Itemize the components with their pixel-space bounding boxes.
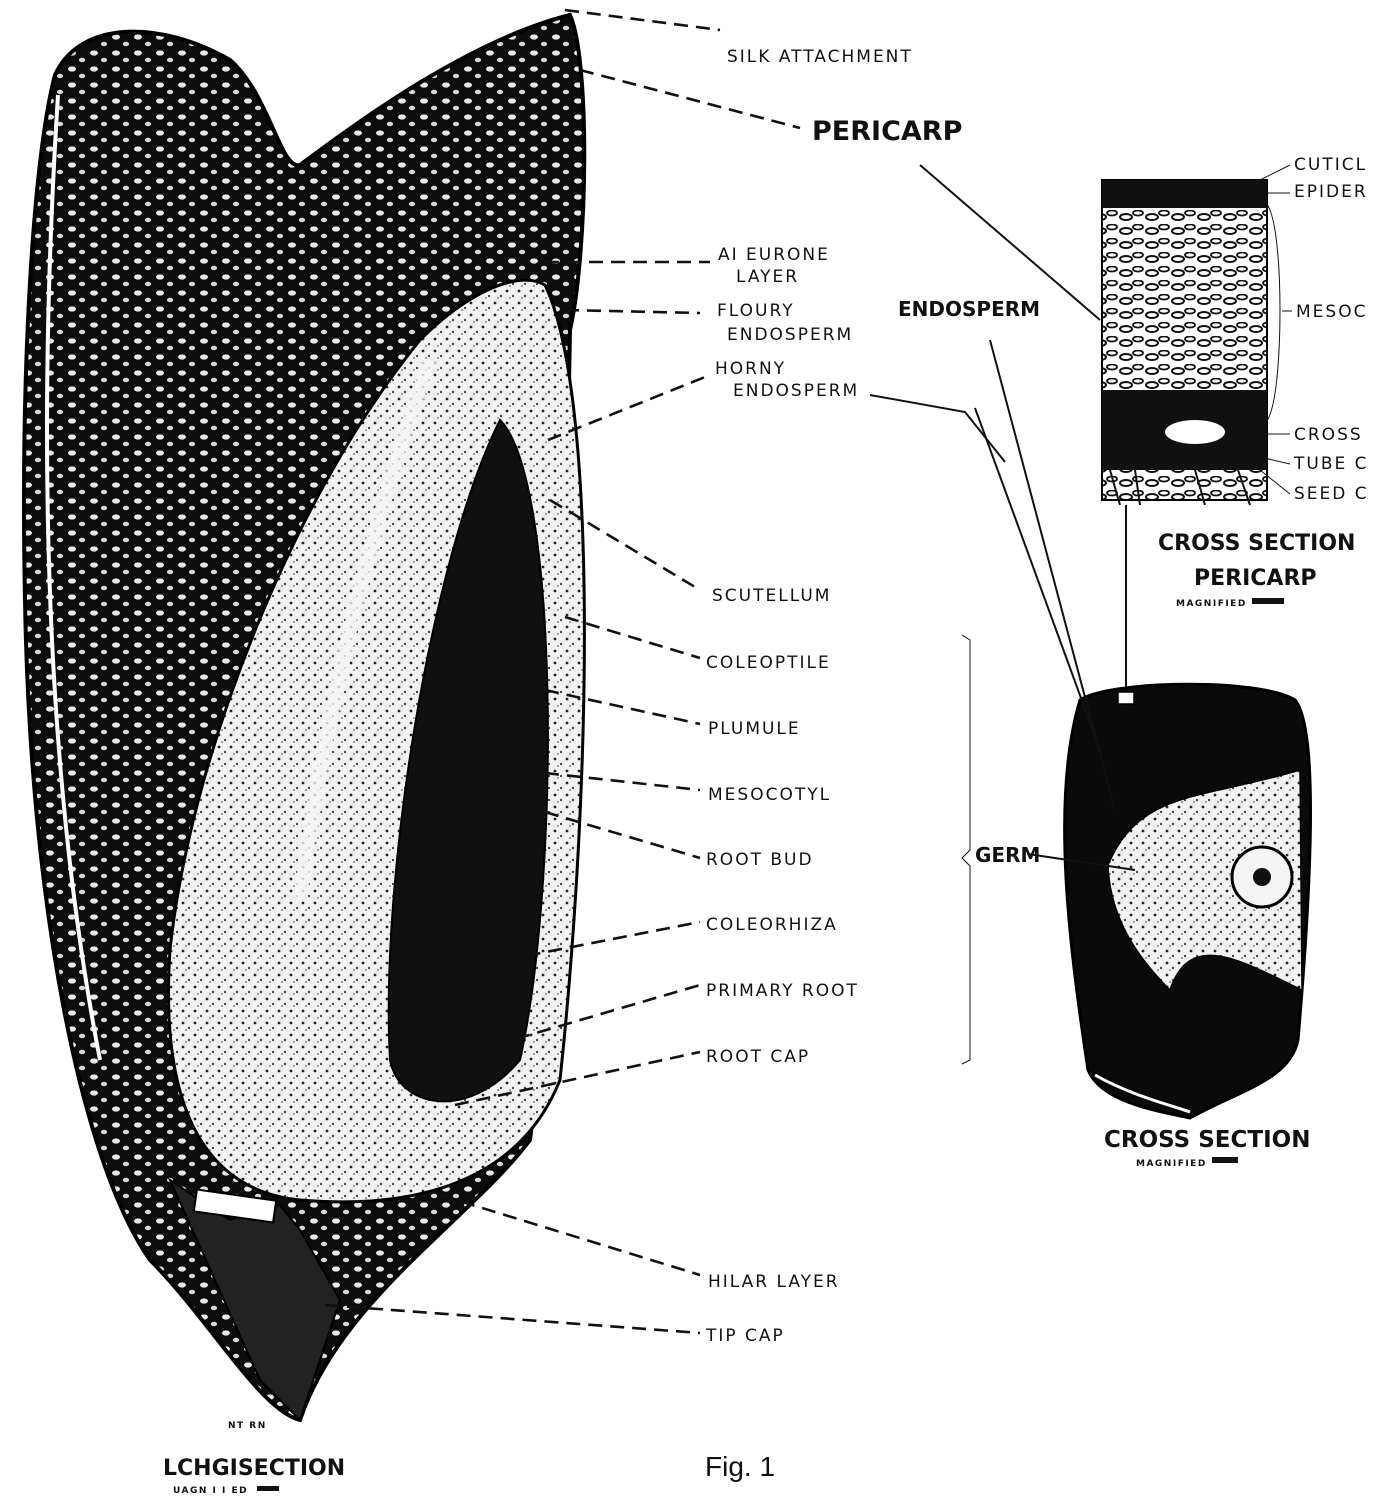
label-coleoptile: COLEOPTILE — [706, 653, 831, 673]
endosperm-pointer-a — [975, 408, 1100, 750]
label-scutellum: SCUTELLUM — [712, 586, 831, 606]
scale-bar-longisection — [257, 1486, 279, 1491]
label-primary-root: PRIMARY ROOT — [706, 981, 859, 1001]
label-aleurone-line2: LAYER — [736, 267, 799, 287]
label-aleurone-line1: AI EURONE — [718, 245, 830, 265]
scale-bar-cross-section — [1212, 1157, 1238, 1163]
labels: SILK ATTACHMENT PERICARP AI EURONE LAYER… — [705, 47, 1040, 1346]
scale-bar-pericarp — [1252, 598, 1284, 604]
label-horny-line1: HORNY — [715, 359, 786, 379]
caption-cross-section-pericarp-1: CROSS SECTION — [1158, 531, 1355, 556]
label-silk-attachment: SILK ATTACHMENT — [727, 47, 913, 67]
caption-pericarp-magnified: MAGNIFIED — [1176, 599, 1247, 609]
label-floury-line1: FLOURY — [717, 301, 795, 321]
label-seed-coat: SEED C — [1294, 484, 1369, 504]
label-horny-line2: ENDOSPERM — [733, 381, 859, 401]
cuticle-band — [1102, 180, 1267, 208]
figure-number: Fig. 1 — [705, 1451, 775, 1482]
label-mesocarp: MESOC — [1296, 302, 1367, 322]
label-floury-line2: ENDOSPERM — [727, 325, 853, 345]
label-endosperm: ENDOSPERM — [898, 297, 1040, 321]
endosperm-pointer-b — [990, 340, 1115, 810]
label-root-cap: ROOT CAP — [706, 1047, 810, 1067]
caption-longisection-magnified: UAGN I I ED — [173, 1486, 248, 1496]
cross-cell — [1165, 420, 1225, 444]
caption-cross-section: CROSS SECTION — [1104, 1127, 1310, 1153]
bottom-captions: NT RN LCHGISECTION UAGN I I ED Fig. 1 — [163, 1421, 775, 1496]
caption-cross-section-pericarp-2: PERICARP — [1194, 566, 1317, 591]
caption-longisection: LCHGISECTION — [163, 1456, 345, 1481]
caption-longisection-small: NT RN — [228, 1421, 267, 1431]
caption-cross-section-magnified: MAGNIFIED — [1136, 1159, 1207, 1169]
longitudinal-section — [24, 15, 584, 1420]
pericarp-sample-marker — [1118, 692, 1134, 704]
label-tip-cap: TIP CAP — [705, 1326, 785, 1346]
label-cuticle: CUTICL — [1294, 155, 1367, 175]
label-cross-cells: CROSS — [1294, 425, 1363, 445]
label-hilar-layer: HILAR LAYER — [708, 1272, 840, 1292]
germ-bracket — [962, 635, 970, 1064]
label-plumule: PLUMULE — [708, 719, 801, 739]
label-root-bud: ROOT BUD — [706, 850, 814, 870]
label-tube-cells: TUBE C — [1293, 454, 1369, 474]
embryo-axis-core — [1253, 868, 1271, 886]
label-pericarp: PERICARP — [812, 116, 962, 147]
label-epidermis: EPIDER — [1294, 182, 1368, 202]
label-coleorhiza: COLEORHIZA — [706, 915, 838, 935]
label-mesocotyl: MESOCOTYL — [708, 785, 831, 805]
pericarp-cross-section: CUTICL EPIDER MESOC CROSS TUBE C SEED C … — [1102, 155, 1369, 695]
